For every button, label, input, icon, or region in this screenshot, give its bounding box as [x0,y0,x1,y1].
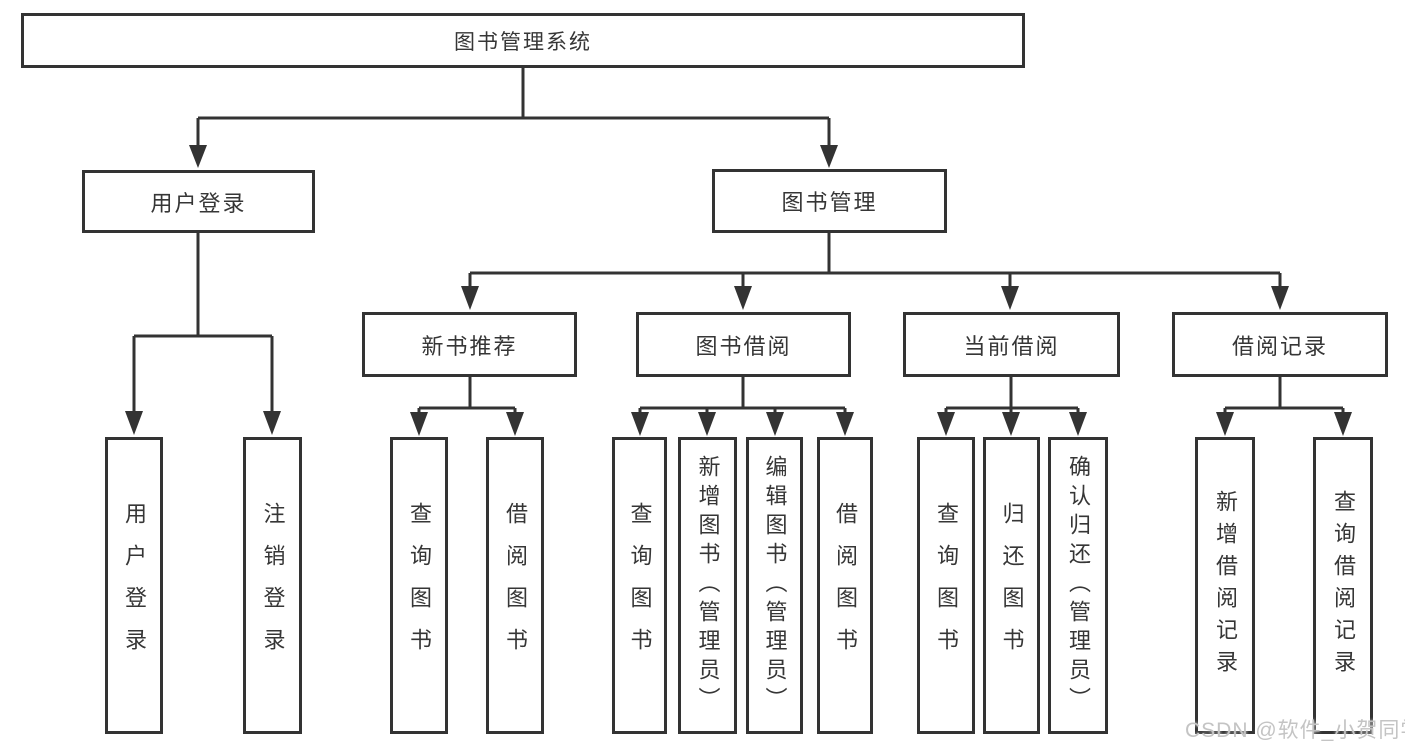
leaf-return-book-label: 归还图书 [999,501,1025,670]
leaf-query-borrow-record-label: 查询借阅记录 [1331,489,1356,682]
connector-manage-branch [461,233,1289,310]
connector-current-branch [937,377,1087,436]
leaf-borrow-book-newbook: 借阅图书 [486,437,544,734]
leaf-logout: 注销登录 [243,437,302,734]
leaf-add-borrow-record-label: 新增借阅记录 [1213,489,1238,682]
node-root-system: 图书管理系统 [21,13,1025,68]
connector-borrow-branch [631,377,854,436]
leaf-query-book-current: 查询图书 [917,437,975,734]
leaf-query-book-newbook-label: 查询图书 [407,501,432,670]
leaf-return-book: 归还图书 [983,437,1040,734]
leaf-query-book-borrow: 查询图书 [612,437,667,734]
leaf-confirm-return-admin: 确认归还（管理员） [1048,437,1108,734]
leaf-user-login: 用户登录 [105,437,163,734]
leaf-edit-book-admin: 编辑图书（管理员） [746,437,803,734]
connector-newbook-branch [410,377,524,436]
leaf-add-book-admin: 新增图书（管理员） [678,437,737,734]
leaf-borrow-book-label: 借阅图书 [833,501,858,670]
leaf-edit-book-admin-label: 编辑图书（管理员） [762,455,788,716]
leaf-borrow-book: 借阅图书 [817,437,873,734]
node-new-book-recommend: 新书推荐 [362,312,577,377]
leaf-confirm-return-admin-label: 确认归还（管理员） [1066,455,1091,716]
leaf-logout-label: 注销登录 [260,501,286,670]
node-current-borrow: 当前借阅 [903,312,1120,377]
leaf-query-book-current-label: 查询图书 [934,501,959,670]
watermark: CSDN @软件_小贺同学 [1185,719,1405,742]
node-borrow-records: 借阅记录 [1172,312,1388,377]
leaf-add-book-admin-label: 新增图书（管理员） [695,455,721,716]
leaf-query-book-borrow-label: 查询图书 [627,501,653,670]
leaf-borrow-book-newbook-label: 借阅图书 [503,501,528,670]
leaf-add-borrow-record: 新增借阅记录 [1195,437,1255,734]
leaf-user-login-label: 用户登录 [122,501,147,670]
node-book-management: 图书管理 [712,169,947,233]
leaf-query-borrow-record: 查询借阅记录 [1313,437,1373,734]
connector-root-branch [189,68,838,168]
node-book-borrow: 图书借阅 [636,312,851,377]
connector-login-branch [125,233,281,435]
connector-records-branch [1216,377,1352,436]
node-user-login: 用户登录 [82,170,315,233]
leaf-query-book-newbook: 查询图书 [390,437,448,734]
